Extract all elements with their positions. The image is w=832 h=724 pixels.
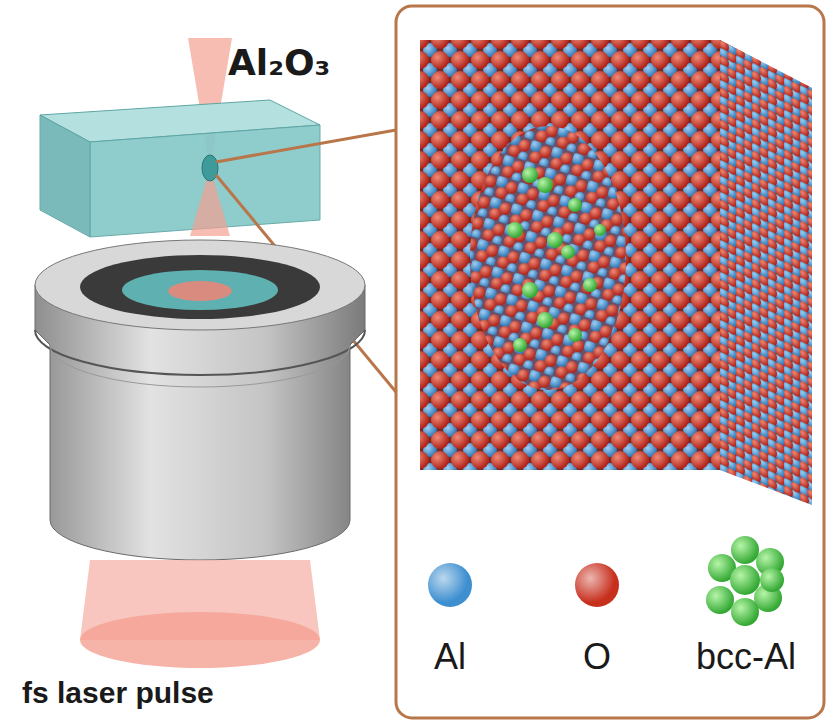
legend-swatch: [428, 563, 472, 607]
legend-label: bcc-Al: [696, 636, 796, 677]
legend-swatch: [575, 563, 619, 607]
legend-label: O: [583, 636, 611, 677]
beam-label: fs laser pulse: [22, 676, 214, 711]
material-label: Al₂O₃: [228, 42, 330, 83]
bcc-cluster-symbol: [706, 536, 784, 626]
legend-label: Al: [434, 636, 466, 677]
